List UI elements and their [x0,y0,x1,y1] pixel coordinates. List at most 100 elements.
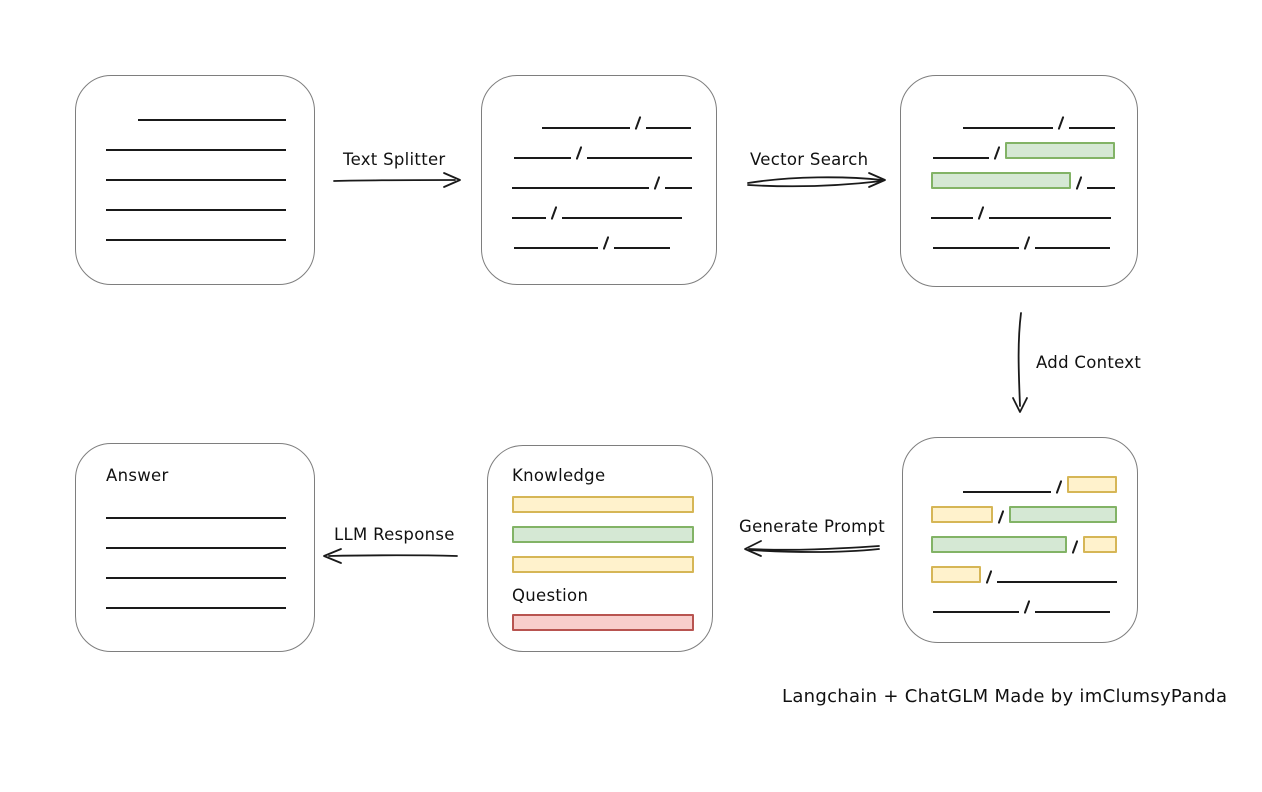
slash-separator [993,146,1000,160]
text-line [1087,187,1115,189]
text-line [963,127,1053,129]
knowledge-bars [512,496,694,573]
text-line [106,149,286,151]
sketch-row [512,496,694,513]
text-line [989,217,1111,219]
text-line [106,209,286,211]
question-bar [512,614,694,631]
generate-prompt-label: Generate Prompt [739,517,885,536]
answer-lines [106,502,286,609]
vector-search-label: Vector Search [750,150,869,169]
source-document-box [75,75,315,285]
slash-separator [1023,236,1031,250]
llm-response-arrow [323,548,458,564]
slash-separator [1072,540,1079,554]
caption-text: Langchain + ChatGLM Made by imClumsyPand… [782,686,1228,707]
text-line [997,581,1117,583]
slash-separator [550,206,558,220]
text-line [931,217,973,219]
text-line [512,187,649,189]
added-context-box [902,437,1138,643]
green-highlight-bar [1009,506,1117,523]
sketch-row [933,142,1115,160]
text-line [963,491,1052,493]
yellow-highlight-bar [1083,536,1117,553]
sketch-row [931,566,1117,584]
yellow-highlight-bar [931,506,994,523]
slash-separator [575,146,582,160]
text-line [1035,247,1110,249]
green-highlight-bar [512,526,694,543]
sketch-row [512,526,694,543]
sketch-row [542,112,692,130]
sketch-row [512,172,692,190]
sketch-row [138,104,286,121]
text-line [586,157,692,159]
vector-match-lines [931,112,1115,250]
text-line [1069,127,1115,129]
text-line [514,247,598,249]
yellow-highlight-bar [1067,476,1117,493]
text-line [1035,611,1110,613]
sketch-row [106,164,286,181]
generate-prompt-arrow [744,540,880,557]
text-line [106,607,286,609]
text-line [512,217,546,219]
slash-separator [634,116,642,130]
green-highlight-bar [931,172,1072,189]
text-line [106,517,286,519]
slash-separator [997,510,1005,524]
yellow-highlight-bar [931,566,982,583]
text-line [106,577,286,579]
sketch-row [933,232,1115,250]
slash-separator [1023,600,1031,614]
text-line [542,127,630,129]
sketch-row [106,134,286,151]
sketch-row [931,202,1115,220]
sketch-row [514,142,692,160]
yellow-highlight-bar [512,496,694,513]
text-line [106,547,286,549]
answer-box: Answer [75,443,315,652]
sketch-row [512,556,694,573]
text-line [138,119,286,121]
vector-search-arrow [747,172,886,188]
context-chunk-lines [931,476,1117,614]
text-line [106,239,286,241]
chunk-lines [512,112,692,250]
text-line [665,187,692,189]
text-line [106,179,286,181]
text-splitter-label: Text Splitter [343,150,446,169]
green-highlight-bar [1004,142,1115,159]
add-context-arrow [1012,312,1028,413]
sketch-row [514,232,692,250]
sketch-row [106,502,286,519]
text-line [614,247,670,249]
sketch-row [512,202,692,220]
question-label: Question [512,586,589,605]
sketch-row [512,614,694,631]
text-line [933,247,1019,249]
sketch-row [931,172,1115,190]
sketch-row [106,194,286,211]
text-line [646,127,691,129]
sketch-row [933,596,1117,614]
slash-separator [1057,116,1065,130]
green-highlight-bar [931,536,1068,553]
sketch-row [106,224,286,241]
sketch-row [963,112,1115,130]
split-chunks-box [481,75,717,285]
document-lines [106,104,286,241]
llm-response-label: LLM Response [334,525,455,544]
sketch-row [106,532,286,549]
vector-search-result-box [900,75,1138,287]
add-context-label: Add Context [1036,353,1142,372]
text-line [562,217,682,219]
text-line [933,157,989,159]
slash-separator [977,206,985,220]
slash-separator [1055,480,1063,494]
text-splitter-arrow [333,172,461,188]
red-highlight-bar [512,614,694,631]
sketch-row [931,506,1117,524]
